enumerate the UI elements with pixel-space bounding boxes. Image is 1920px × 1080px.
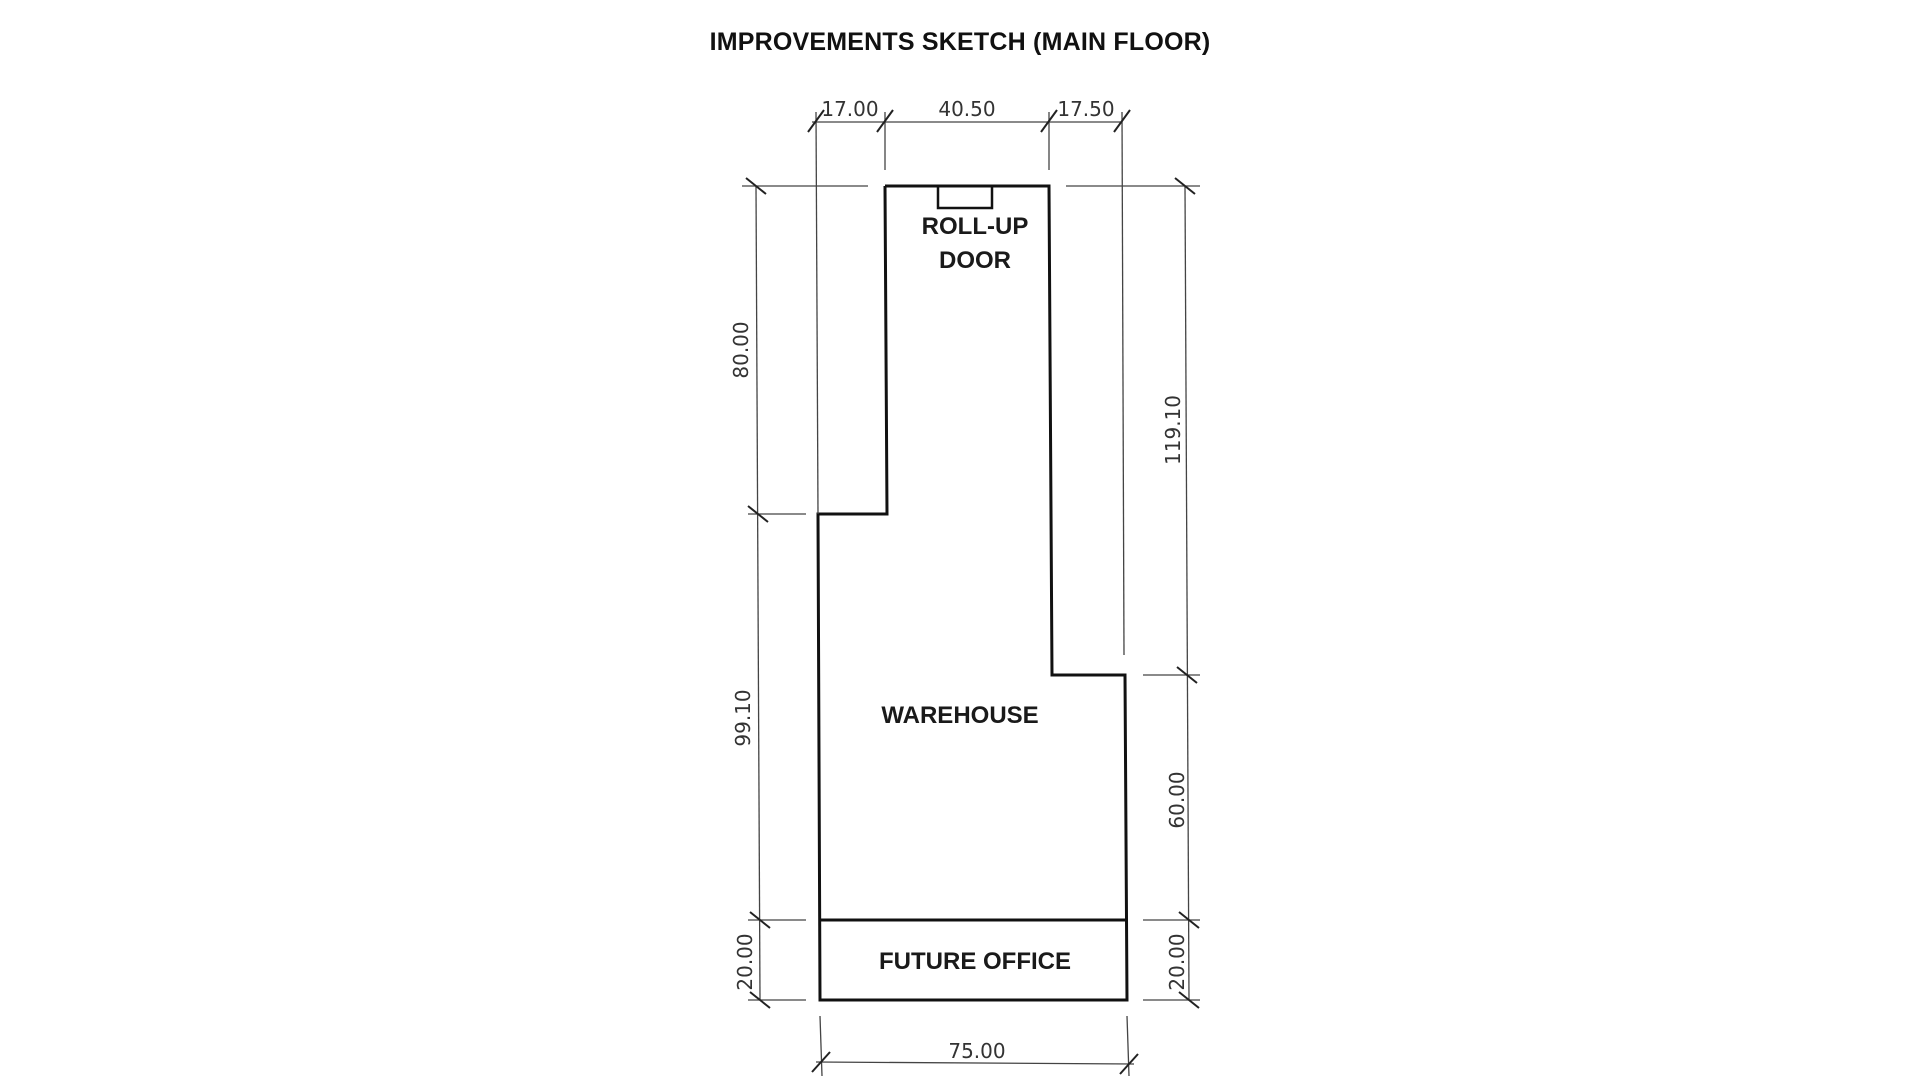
dim-left-middle: 99.10: [731, 689, 755, 746]
future-office-label: FUTURE OFFICE: [879, 948, 1071, 975]
rollup-door-label-line1: ROLL-UP: [922, 213, 1029, 240]
page-title: IMPROVEMENTS SKETCH (MAIN FLOOR): [709, 28, 1211, 56]
dim-right-lower: 20.00: [1165, 933, 1189, 990]
bottom-dimension: [811, 1015, 1139, 1077]
dim-left-upper: 80.00: [729, 321, 753, 378]
right-dimension-chain: [1066, 177, 1200, 1009]
rollup-door-symbol: [936, 184, 994, 210]
warehouse-label: WAREHOUSE: [881, 702, 1038, 729]
dim-top-right: 17.50: [1057, 97, 1114, 121]
building-outline: [816, 184, 1129, 1002]
dim-bottom: 75.00: [948, 1039, 1005, 1063]
dim-top-middle: 40.50: [938, 97, 995, 121]
top-dimension-chain: [807, 109, 1131, 656]
dim-right-middle: 60.00: [1165, 771, 1189, 828]
rollup-door-label-line2: DOOR: [939, 247, 1011, 274]
dim-top-left: 17.00: [821, 97, 878, 121]
dim-left-lower: 20.00: [733, 933, 757, 990]
dim-right-upper: 119.10: [1161, 395, 1185, 465]
left-dimension-chain: [742, 177, 868, 1009]
